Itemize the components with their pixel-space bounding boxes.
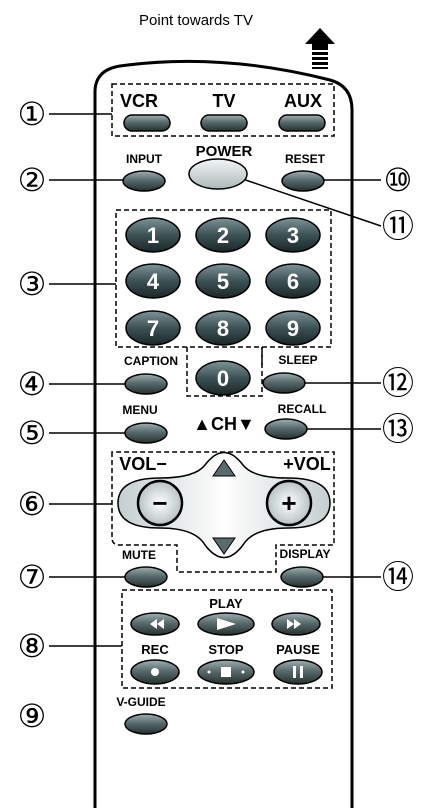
arrow-up-icon (305, 28, 335, 69)
vcr-button[interactable] (124, 115, 170, 131)
digit-7-button[interactable]: 7 (126, 311, 180, 345)
digit-4-button[interactable]: 4 (126, 264, 180, 298)
digit-8-label: 8 (217, 316, 229, 341)
tv-button[interactable] (201, 115, 247, 131)
callout-14: ⑭ (382, 559, 414, 595)
digit-5-button[interactable]: 5 (196, 264, 250, 298)
channel-label: ▲CH▼ (193, 414, 255, 434)
rewind-button[interactable] (131, 613, 179, 635)
input-label: INPUT (126, 152, 163, 166)
digit-5-label: 5 (217, 269, 229, 294)
recall-label: RECALL (278, 402, 327, 416)
callout-9: ⑨ (18, 698, 47, 734)
digit-2-button[interactable]: 2 (196, 218, 250, 252)
reset-button[interactable] (282, 171, 324, 191)
stop-label: STOP (208, 642, 243, 657)
callout-5: ⑤ (18, 415, 47, 451)
input-button[interactable] (123, 171, 165, 191)
digit-1-label: 1 (147, 223, 159, 248)
digit-2-label: 2 (217, 223, 229, 248)
power-label: POWER (196, 143, 253, 160)
stop-icon (221, 667, 231, 677)
digit-0-button[interactable]: 0 (196, 361, 250, 395)
digit-0-label: 0 (217, 366, 229, 391)
caption-button-label: CAPTION (124, 354, 178, 368)
display-label: DISPLAY (280, 547, 331, 561)
callout-7: ⑦ (18, 559, 47, 595)
power-button[interactable] (189, 159, 247, 189)
digit-7-label: 7 (147, 316, 159, 341)
aux-label: AUX (284, 91, 322, 111)
callout-10: ⑩ (384, 162, 413, 198)
volume-down-button[interactable]: − (138, 481, 182, 525)
minus-icon: − (152, 488, 167, 518)
digit-8-button[interactable]: 8 (196, 311, 250, 345)
callout-8: ⑧ (18, 628, 47, 664)
digit-4-label: 4 (147, 269, 160, 294)
caption-button[interactable] (125, 374, 167, 394)
play-button[interactable] (198, 613, 254, 635)
play-label: PLAY (209, 596, 243, 611)
rec-label: REC (141, 642, 169, 657)
vcr-label: VCR (120, 91, 158, 111)
volume-up-label: +VOL (283, 454, 331, 474)
volume-down-label: VOL− (119, 454, 167, 474)
callout-13: ⑬ (382, 411, 414, 447)
digit-1-button[interactable]: 1 (126, 218, 180, 252)
stop-button[interactable] (198, 660, 254, 684)
plus-icon: + (281, 488, 296, 518)
sleep-button[interactable] (263, 373, 305, 393)
fast-forward-button[interactable] (272, 613, 320, 635)
menu-label: MENU (122, 403, 157, 417)
record-icon (151, 668, 159, 676)
menu-button[interactable] (125, 423, 167, 443)
callout-4: ④ (18, 366, 47, 402)
digit-3-button[interactable]: 3 (266, 218, 320, 252)
callout-1: ① (18, 96, 47, 132)
pause-button[interactable] (274, 660, 322, 684)
volume-up-button[interactable]: + (267, 481, 311, 525)
aux-button[interactable] (279, 115, 325, 131)
caption-text: Point towards TV (139, 12, 253, 29)
mute-button[interactable] (125, 567, 167, 587)
digit-9-button[interactable]: 9 (266, 311, 320, 345)
callout-6: ⑥ (18, 486, 47, 522)
display-button[interactable] (281, 567, 323, 587)
digit-3-label: 3 (287, 223, 299, 248)
vguide-label: V-GUIDE (116, 695, 165, 709)
reset-label: RESET (285, 152, 326, 166)
digit-6-button[interactable]: 6 (266, 264, 320, 298)
callout-12: ⑫ (382, 365, 414, 401)
callout-2: ② (18, 162, 47, 198)
tv-label: TV (212, 91, 235, 111)
recall-button[interactable] (265, 419, 307, 439)
record-button[interactable] (131, 660, 179, 684)
pause-label: PAUSE (276, 642, 320, 657)
digit-6-label: 6 (287, 269, 299, 294)
mute-label: MUTE (122, 548, 156, 562)
vguide-button[interactable] (125, 714, 167, 734)
digit-9-label: 9 (287, 316, 299, 341)
number-pad: 1 2 3 4 5 6 7 8 (126, 218, 320, 395)
sleep-label: SLEEP (278, 353, 317, 367)
callout-11: ⑪ (382, 208, 414, 244)
callout-3: ③ (18, 266, 47, 302)
